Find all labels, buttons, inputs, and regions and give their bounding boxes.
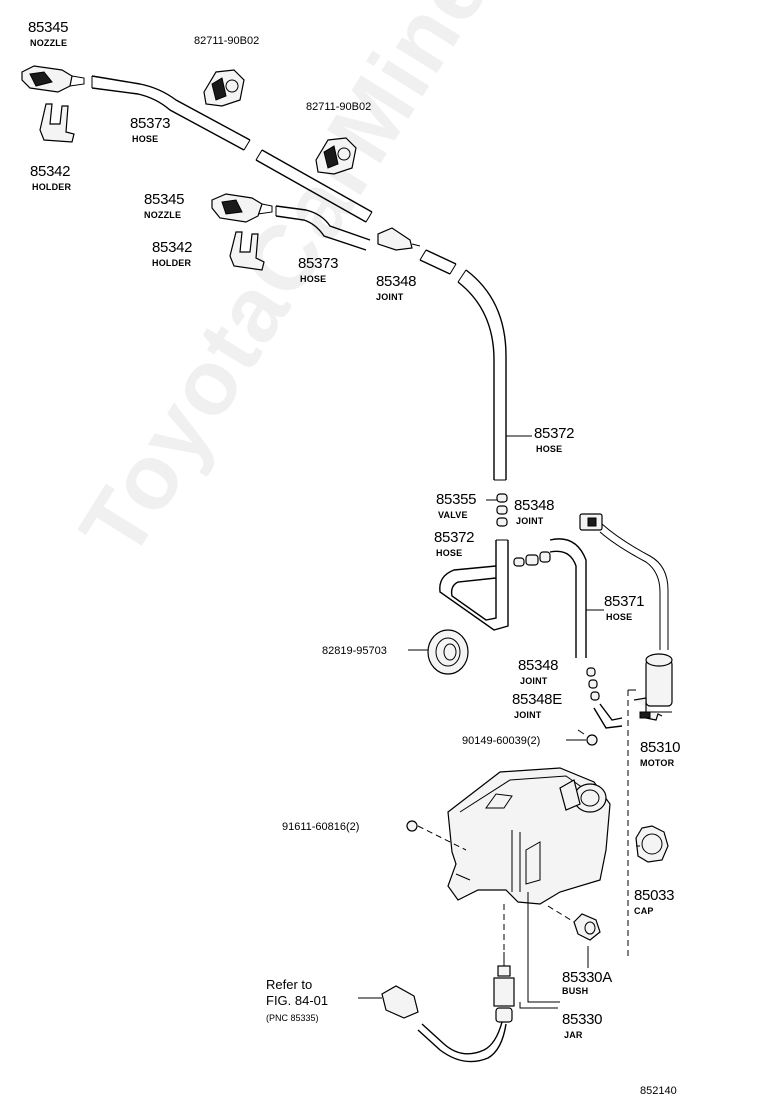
screw-number: 90149-60039(2)	[462, 735, 541, 747]
joint-mid-name: JOINT	[516, 516, 544, 526]
hose-top-name: HOSE	[132, 134, 159, 144]
grommet-drawing	[408, 629, 469, 675]
motor-name: MOTOR	[640, 758, 675, 768]
cap-name: CAP	[634, 906, 654, 916]
level-sensor-drawing	[358, 904, 515, 1063]
nozzle-top-drawing	[21, 65, 85, 93]
hose-motor-drawing	[549, 538, 604, 658]
reference-line1: Refer to	[266, 977, 313, 992]
hose-segment-drawing	[255, 149, 373, 223]
hose-long-name: HOSE	[536, 444, 563, 454]
joint-lower-name: JOINT	[520, 676, 548, 686]
jar-name: JAR	[564, 1030, 583, 1040]
holder-mid-number: 85342	[152, 239, 193, 256]
jar-number: 85330	[562, 1011, 603, 1028]
screw-drawing	[566, 729, 598, 746]
bush-name: BUSH	[562, 986, 589, 996]
holder-mid-name: HOLDER	[152, 258, 192, 268]
joint-e-name: JOINT	[514, 710, 542, 720]
valve-name: VALVE	[438, 510, 468, 520]
hose-mid-number: 85373	[298, 255, 339, 272]
bush-number: 85330A	[562, 969, 612, 986]
joint-upper-number: 85348	[376, 273, 417, 290]
motor-number: 85310	[640, 739, 681, 756]
hose-short-number: 85372	[434, 529, 475, 546]
nozzle-top-number: 85345	[28, 19, 69, 36]
clamp-2-number: 82711-90B02	[306, 101, 372, 113]
nozzle-mid-drawing	[211, 193, 273, 223]
nut-number: 91611-60816(2)	[282, 821, 360, 833]
hose-top-drawing	[91, 75, 251, 151]
jar-leader	[519, 892, 560, 1009]
nozzle-top-name: NOZZLE	[30, 38, 68, 48]
valve-drawing	[486, 493, 508, 527]
cap-drawing	[635, 825, 669, 863]
hose-mid-drawing	[275, 205, 371, 251]
hose-long-drawing	[457, 269, 532, 481]
valve-number: 85355	[436, 491, 477, 508]
nozzle-mid-name: NOZZLE	[144, 210, 182, 220]
hose-mid-name: HOSE	[300, 274, 327, 284]
clamp-1-drawing	[203, 69, 245, 107]
hose-long-number: 85372	[534, 425, 575, 442]
reference-line2: FIG. 84-01	[266, 993, 329, 1008]
hose-top-number: 85373	[130, 115, 171, 132]
nozzle-mid-number: 85345	[144, 191, 185, 208]
bush-drawing	[547, 905, 601, 968]
clamp-2-drawing	[315, 137, 357, 175]
joint-upper-name: JOINT	[376, 292, 404, 302]
joint-lower-drawing	[586, 667, 623, 729]
figure-code: 852140	[640, 1085, 677, 1097]
hose-connector-drawing	[419, 249, 457, 275]
hose-motor-number: 85371	[604, 593, 645, 610]
nut-drawing	[406, 820, 418, 832]
hose-short-name: HOSE	[436, 548, 463, 558]
holder-top-number: 85342	[30, 163, 71, 180]
hose-motor-name: HOSE	[606, 612, 633, 622]
holder-top-drawing	[39, 103, 75, 143]
joint-mid-number: 85348	[514, 497, 555, 514]
motor-drawing	[627, 653, 673, 960]
joint-e-number: 85348E	[512, 691, 562, 708]
holder-mid-drawing	[229, 231, 265, 271]
clamp-1-number: 82711-90B02	[194, 35, 260, 47]
jar-drawing	[417, 767, 611, 905]
grommet-number: 82819-95703	[322, 645, 387, 657]
joint-lower-number: 85348	[518, 657, 559, 674]
motor-wire-drawing	[579, 513, 669, 650]
joint-mid-drawing	[513, 551, 551, 567]
holder-top-name: HOLDER	[32, 182, 72, 192]
reference-line3: (PNC 85335)	[266, 1013, 319, 1023]
joint-upper-drawing	[377, 227, 421, 251]
cap-number: 85033	[634, 887, 675, 904]
hose-short-drawing	[439, 539, 509, 631]
